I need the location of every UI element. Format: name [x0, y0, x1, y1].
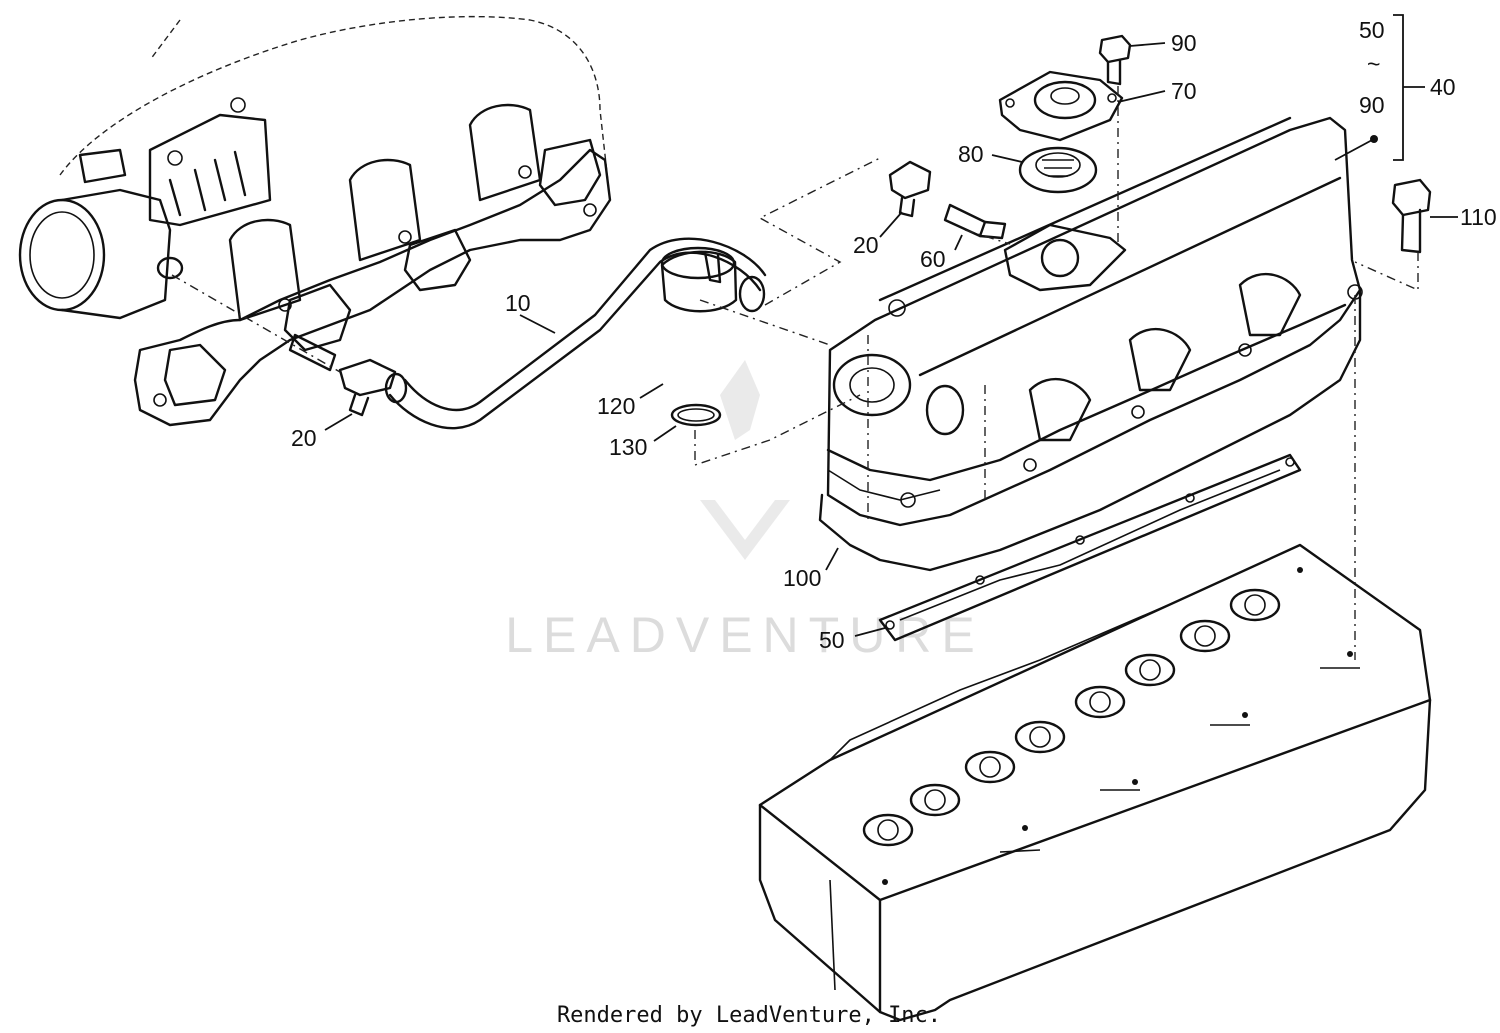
callout-range-tilde: ~	[1367, 51, 1380, 77]
callout-90-range-end: 90	[1359, 92, 1385, 118]
callout-120: 120	[597, 393, 635, 419]
watermark-text: LEADVENTURE	[505, 607, 985, 663]
callout-110: 110	[1460, 204, 1497, 230]
watermark: LEADVENTURE	[505, 360, 985, 663]
cylinder-head	[758, 543, 1432, 1022]
callout-labels: 90 70 80 20 60 110 50 ~ 90 40 10 20 120 …	[291, 17, 1497, 653]
valve-cover	[818, 116, 1363, 572]
pcv-cover	[998, 70, 1124, 142]
callout-50-gasket: 50	[819, 627, 845, 653]
callout-40: 40	[1430, 74, 1456, 100]
breather-pipe-fitting	[288, 203, 1007, 372]
callout-10: 10	[505, 290, 531, 316]
bolt-110	[1391, 178, 1432, 254]
callout-60: 60	[920, 246, 946, 272]
alignment-lines	[171, 86, 1419, 660]
callout-70: 70	[1171, 78, 1197, 104]
callout-20-left: 20	[291, 425, 317, 451]
render-credit: Rendered by LeadVenture, Inc.	[557, 1003, 941, 1028]
oil-filler-cap	[660, 246, 738, 313]
exhaust-manifold	[18, 15, 612, 427]
hose-clamp-left	[338, 358, 397, 417]
callout-100: 100	[783, 565, 821, 591]
range-bracket	[1334, 14, 1425, 161]
callout-130: 130	[609, 434, 647, 460]
callout-20-right: 20	[853, 232, 879, 258]
bolt-90	[1098, 34, 1132, 86]
pcv-diaphragm	[1018, 146, 1098, 194]
callout-90-bolt: 90	[1171, 30, 1197, 56]
o-ring	[670, 403, 722, 427]
cover-gasket	[878, 453, 1302, 642]
callout-50-range-start: 50	[1359, 17, 1385, 43]
hose-clamp-right	[888, 160, 932, 218]
callout-80: 80	[958, 141, 984, 167]
leader-lines	[324, 42, 1458, 637]
